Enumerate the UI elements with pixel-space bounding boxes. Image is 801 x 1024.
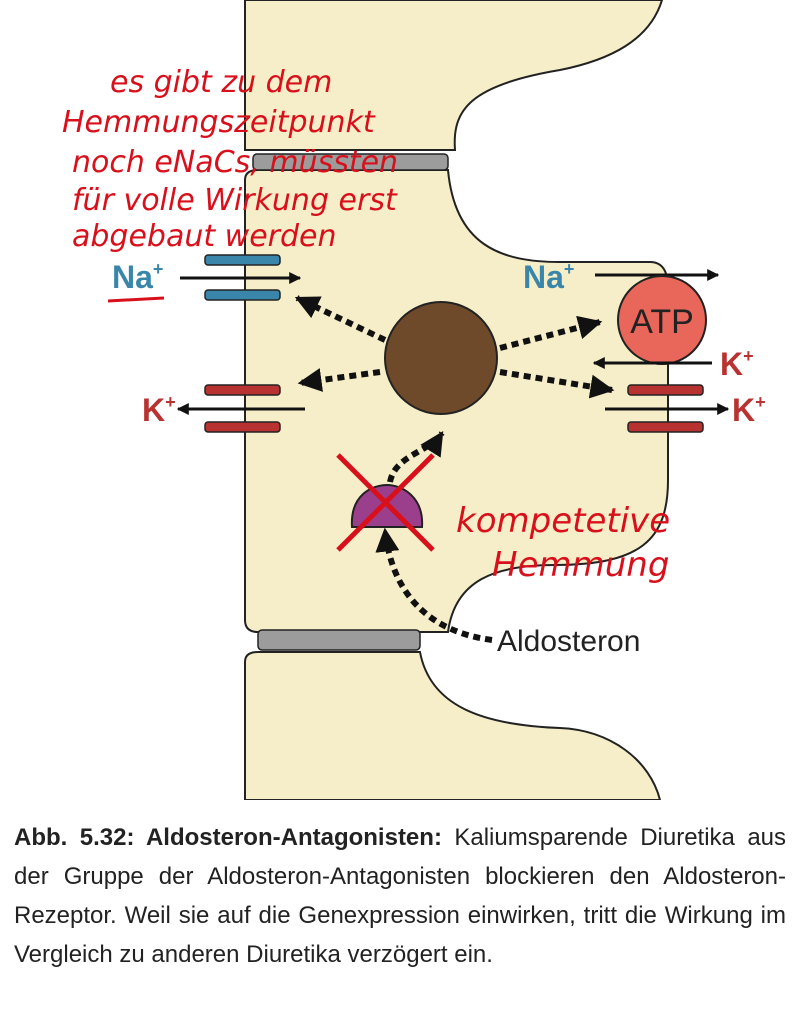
sodium-label-left: Na+ (112, 259, 163, 295)
handwritten-note-line-2: Hemmungszeitpunkt (62, 105, 376, 140)
signal-arrow-to-atpase (499, 315, 603, 351)
caption-text: Kaliumsparende Diuretika aus der Gruppe … (14, 824, 787, 968)
romk-channel-right-top (627, 384, 704, 396)
upper-neighbour-cell (244, 0, 664, 151)
block-cross-line-2 (336, 453, 435, 552)
potassium-label-pump: K+ (720, 346, 754, 382)
lower-neighbour-cell (244, 651, 662, 800)
tight-junction-bottom (257, 629, 421, 651)
aldosterone-label: Aldosteron (497, 625, 640, 658)
potassium-label-right-channel: K+ (732, 392, 766, 428)
handwritten-note-line-4: für volle Wirkung erst (72, 183, 398, 218)
nucleus (384, 301, 498, 415)
enac-channel-bottom (204, 289, 281, 301)
enac-channel-top (204, 254, 281, 266)
figure-caption: Abb. 5.32: Aldosteron-Antagonisten: Kali… (14, 818, 786, 974)
handwritten-note-line-5: abgebaut werden (72, 219, 337, 254)
aldosterone-cell-diagram: Na+ Na+ K+ K+ K+ ATP Aldosteron es gibt … (62, 0, 766, 800)
signal-arrow-to-romk-right (499, 369, 615, 399)
receptor-to-nucleus-arrow (387, 430, 445, 483)
handwritten-note-line-3: noch eNaCs, müssten (72, 145, 398, 180)
romk-channel-left-bottom (204, 421, 281, 433)
handwritten-annotation-line-2: Hemmung (492, 545, 669, 585)
signal-arrow-to-enac (294, 295, 387, 343)
tight-junction-top (252, 153, 449, 171)
signal-arrow-to-romk-left (297, 368, 381, 392)
handwritten-note-line-1: es gibt zu dem (110, 65, 332, 100)
aldosterone-binding-arrow (375, 527, 493, 643)
potassium-label-left: K+ (142, 392, 176, 428)
romk-channel-left-top (204, 384, 281, 396)
handwritten-underline-na (107, 296, 165, 303)
sodium-label-right: Na+ (523, 259, 574, 295)
romk-channel-right-bottom (627, 421, 704, 433)
handwritten-annotation-line-1: kompetetive (456, 501, 670, 541)
caption-label: Abb. 5.32: Aldosteron-Antagonisten: (14, 824, 442, 851)
atp-label: ATP (630, 303, 694, 341)
